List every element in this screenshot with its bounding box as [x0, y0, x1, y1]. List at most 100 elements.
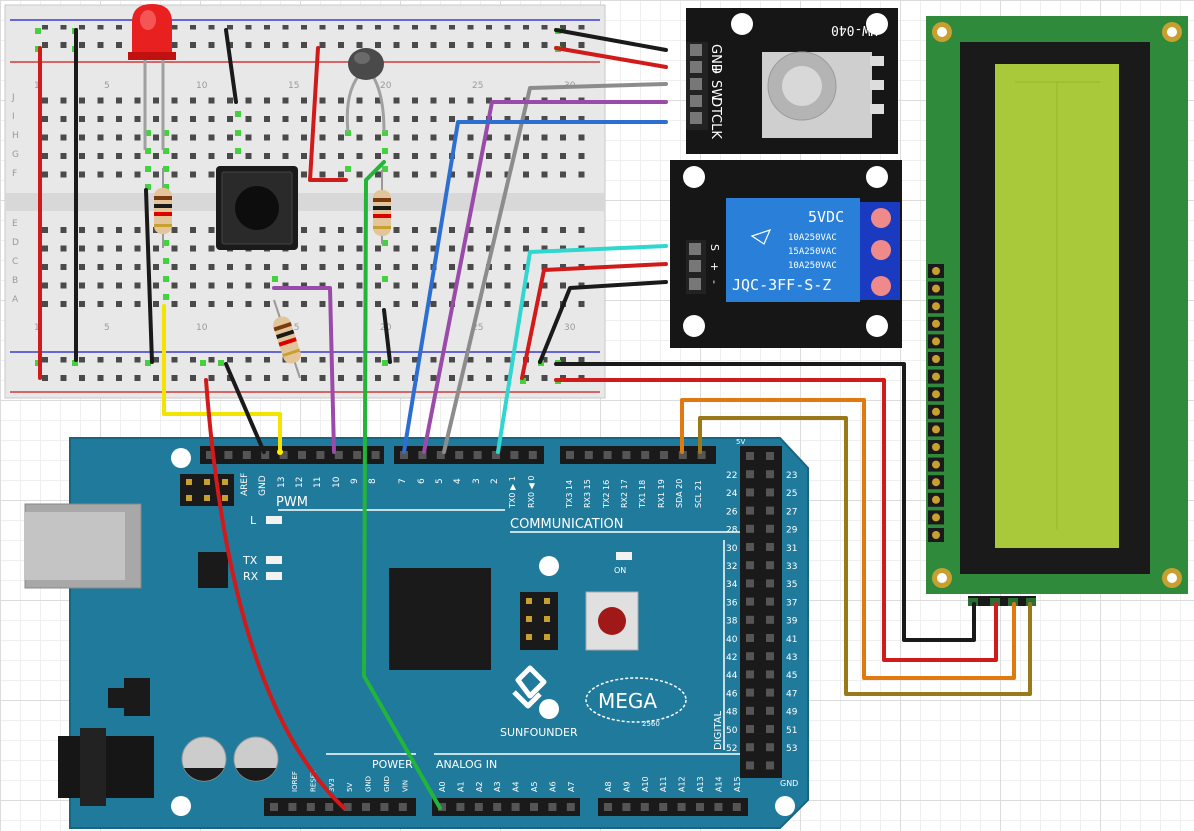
header-pin[interactable]	[343, 803, 352, 811]
header-pin[interactable]	[766, 725, 774, 733]
header-pin[interactable]	[746, 706, 754, 715]
header-pin[interactable]	[566, 803, 575, 811]
header-pin[interactable]	[746, 561, 754, 570]
header-pin[interactable]	[306, 803, 315, 811]
pin-label-aref: AREF	[240, 473, 250, 496]
header-pin[interactable]	[660, 451, 668, 459]
header-pin[interactable]	[279, 451, 288, 459]
header-pin[interactable]	[746, 470, 754, 479]
header-pin[interactable]	[566, 451, 574, 459]
header-pin[interactable]	[242, 451, 251, 459]
header-pin[interactable]	[766, 488, 774, 497]
pin-label-comm: TX1 18	[638, 480, 647, 509]
header-pin[interactable]	[493, 803, 502, 811]
header-pin[interactable]	[298, 451, 306, 459]
header-pin[interactable]	[640, 803, 649, 811]
col-number: 10	[196, 323, 208, 333]
header-pin[interactable]	[746, 488, 754, 497]
header-pin[interactable]	[316, 451, 325, 459]
header-pin[interactable]	[353, 451, 362, 459]
header-pin[interactable]	[492, 451, 500, 459]
header-pin[interactable]	[766, 688, 774, 697]
header-pin[interactable]	[622, 451, 631, 459]
header-pin[interactable]	[398, 803, 407, 811]
header-pin[interactable]	[604, 803, 612, 811]
header-pin[interactable]	[766, 634, 774, 642]
header-pin[interactable]	[418, 451, 427, 459]
header-pin[interactable]	[766, 561, 774, 570]
header-pin[interactable]	[766, 579, 774, 588]
header-pin[interactable]	[584, 451, 593, 459]
header-pin[interactable]	[334, 451, 343, 459]
header-pin[interactable]	[746, 670, 754, 679]
header-pin[interactable]	[641, 451, 650, 459]
header-pin[interactable]	[261, 451, 270, 459]
push-button[interactable]	[216, 166, 298, 250]
header-pin[interactable]	[696, 803, 704, 811]
header-pin[interactable]	[746, 524, 754, 533]
header-pin[interactable]	[288, 803, 297, 811]
digital-pin-label: 51	[786, 726, 797, 736]
header-pin[interactable]	[548, 803, 557, 811]
header-pin[interactable]	[473, 451, 482, 459]
header-pin[interactable]	[766, 506, 774, 515]
header-pin[interactable]	[746, 506, 754, 515]
header-pin[interactable]	[746, 743, 754, 752]
header-pin[interactable]	[746, 597, 754, 606]
header-pin[interactable]	[746, 452, 754, 460]
header-pin[interactable]	[380, 803, 389, 811]
header-pin[interactable]	[510, 451, 519, 459]
pin-label-comm: TX2 16	[602, 480, 611, 509]
header-pin[interactable]	[206, 451, 214, 459]
header-pin[interactable]	[436, 451, 445, 459]
header-pin[interactable]	[766, 470, 774, 479]
header-pin[interactable]	[766, 597, 774, 606]
header-pin[interactable]	[766, 706, 774, 715]
header-pin[interactable]	[677, 803, 686, 811]
header-pin[interactable]	[455, 451, 464, 459]
row-letter: B	[12, 276, 18, 286]
pin-label-tx0: TX0 ▶ 1	[508, 476, 517, 509]
header-pin[interactable]	[746, 761, 754, 770]
header-pin[interactable]	[456, 803, 465, 811]
header-pin[interactable]	[732, 803, 741, 811]
encoder-pin-gnd: GND	[708, 44, 723, 74]
header-pin[interactable]	[270, 803, 278, 811]
header-pin[interactable]	[371, 451, 380, 459]
header-pin[interactable]	[766, 543, 774, 551]
header-pin[interactable]	[746, 634, 754, 642]
digital-pin-label: 50	[726, 726, 738, 736]
pin-label-4: 4	[453, 478, 463, 484]
header-pin[interactable]	[766, 615, 774, 624]
header-pin[interactable]	[530, 803, 538, 811]
header-pin[interactable]	[603, 451, 612, 459]
header-pin[interactable]	[714, 803, 723, 811]
header-pin[interactable]	[400, 451, 408, 459]
power-pin-label: 5V	[346, 783, 354, 792]
header-pin[interactable]	[659, 803, 668, 811]
header-pin[interactable]	[474, 803, 483, 811]
header-pin[interactable]	[224, 451, 233, 459]
header-pin[interactable]	[746, 725, 754, 733]
header-pin[interactable]	[766, 743, 774, 752]
header-pin[interactable]	[511, 803, 520, 811]
header-pin[interactable]	[325, 803, 334, 811]
header-pin[interactable]	[746, 579, 754, 588]
header-pin[interactable]	[697, 451, 706, 459]
row-letter: J	[11, 93, 15, 103]
header-pin[interactable]	[746, 543, 754, 551]
header-pin[interactable]	[766, 524, 774, 533]
header-pin[interactable]	[766, 670, 774, 679]
header-pin[interactable]	[746, 615, 754, 624]
header-pin[interactable]	[678, 451, 687, 459]
header-pin[interactable]	[438, 803, 446, 811]
header-pin[interactable]	[746, 652, 754, 661]
header-pin[interactable]	[362, 803, 370, 811]
header-pin[interactable]	[528, 451, 537, 459]
header-pin[interactable]	[746, 688, 754, 697]
header-pin[interactable]	[766, 761, 774, 770]
header-pin[interactable]	[766, 652, 774, 661]
header-pin[interactable]	[766, 452, 774, 460]
digital-pin-label: 47	[786, 689, 797, 699]
header-pin[interactable]	[622, 803, 631, 811]
